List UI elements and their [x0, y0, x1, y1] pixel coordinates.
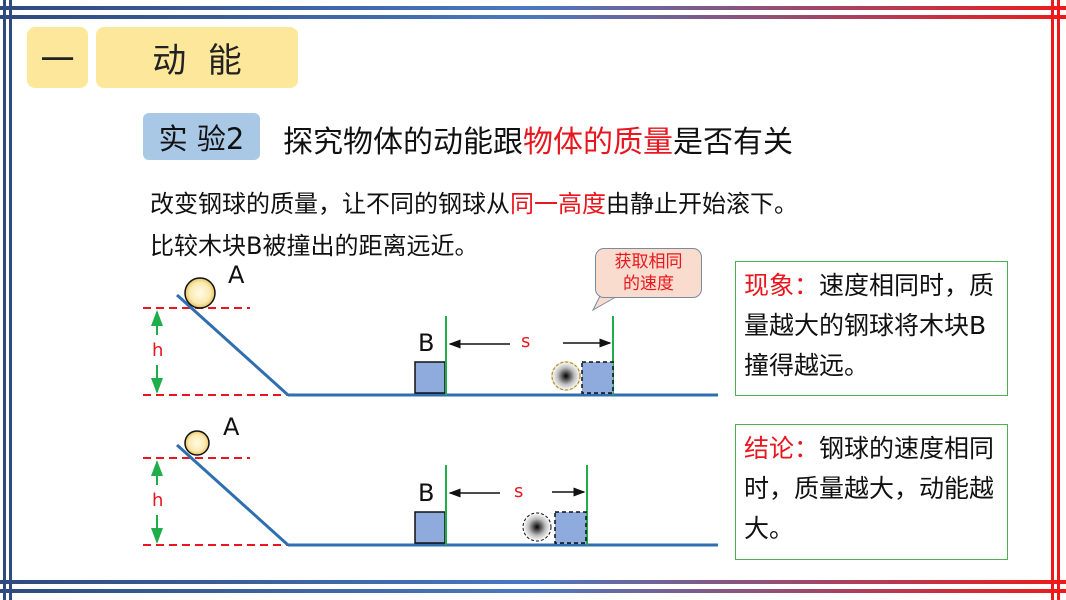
distance-label-2: s	[514, 481, 524, 502]
description-line-2: 比较木块B被撞出的距离远近。	[150, 232, 479, 260]
conclusion-box: 结论：钢球的速度相同时，质量越大，动能越大。	[735, 424, 1008, 560]
ball-label-2: A	[223, 413, 240, 441]
phenomenon-text: 速度相同时，质量越大的钢球将木块B撞得越远。	[744, 271, 995, 380]
distance-label-1: s	[521, 331, 531, 352]
block-icon	[414, 361, 446, 394]
callout-line-2: 的速度	[623, 274, 674, 294]
title-highlight: 物体的质量	[523, 125, 673, 160]
line1-highlight: 同一高度	[510, 190, 606, 218]
title-prefix: 探究物体的动能跟	[283, 125, 523, 160]
experiment-label: 实 验2	[143, 113, 260, 160]
height-label-2: h	[152, 490, 164, 511]
section-title: 动 能	[96, 27, 298, 88]
height-label-1: h	[152, 340, 164, 361]
conclusion-label: 结论：	[744, 434, 820, 463]
ball-label-1: A	[228, 261, 245, 289]
block-label-1: B	[418, 329, 435, 357]
title-suffix: 是否有关	[673, 125, 793, 160]
line1-suffix: 由静止开始滚下。	[606, 190, 798, 218]
ball-icon	[184, 277, 216, 309]
line1-prefix: 改变钢球的质量，让不同的钢球从	[150, 190, 510, 218]
diagram-2	[143, 430, 718, 547]
callout-bubble: 获取相同 的速度	[595, 248, 702, 298]
phenomenon-box: 现象：速度相同时，质量越大的钢球将木块B撞得越远。	[735, 261, 1008, 396]
diagram-1	[143, 277, 718, 397]
conclusion-text: 钢球的速度相同时，质量越大，动能越大。	[744, 434, 995, 543]
phenomenon-label: 现象：	[744, 271, 820, 300]
callout-line-1: 获取相同	[614, 252, 683, 272]
description-line-1: 改变钢球的质量，让不同的钢球从同一高度由静止开始滚下。	[150, 184, 798, 219]
section-number: 一	[27, 27, 88, 88]
experiment-title: 探究物体的动能跟物体的质量是否有关	[283, 117, 793, 161]
block-label-2: B	[418, 479, 435, 507]
